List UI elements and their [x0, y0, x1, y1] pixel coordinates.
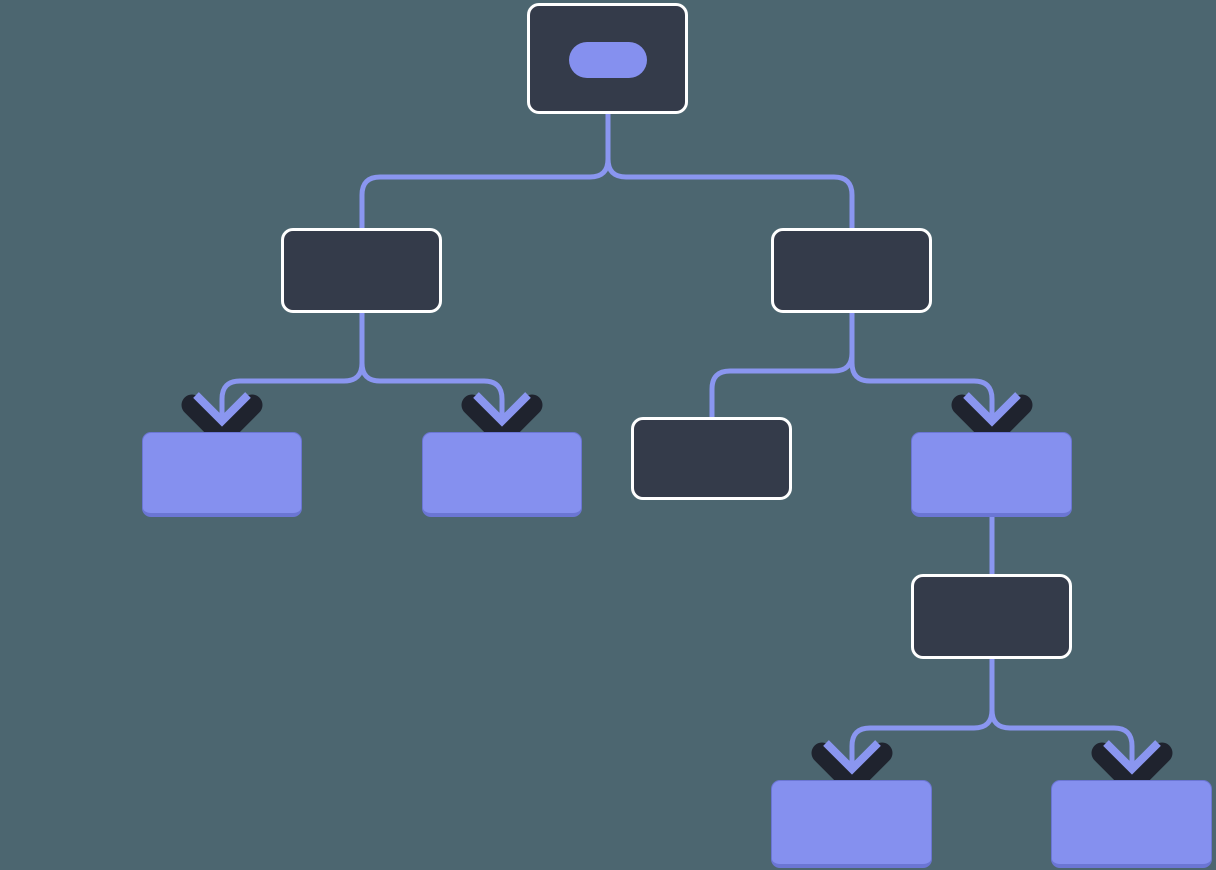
connector-e-l1b-l2d — [849, 313, 995, 432]
tree-node-l2b[interactable] — [422, 432, 582, 517]
tree-node-l1a[interactable] — [281, 228, 442, 313]
connector-e-l3a-l4b — [989, 659, 1135, 780]
connector-e-root-l1b — [605, 114, 855, 228]
node-pill-badge — [569, 42, 647, 78]
tree-node-l2d[interactable] — [911, 432, 1072, 517]
tree-node-l1b[interactable] — [771, 228, 932, 313]
tree-node-l2c[interactable] — [631, 417, 792, 500]
arrow-purple-chevron — [1103, 740, 1161, 775]
arrow-purple-chevron — [963, 392, 1021, 427]
arrow-purple-chevron — [193, 392, 251, 427]
tree-node-l4b[interactable] — [1051, 780, 1212, 868]
connector-e-l1a-l2b — [359, 313, 505, 432]
arrow-purple-chevron — [823, 740, 881, 775]
tree-node-l2a[interactable] — [142, 432, 302, 517]
tree-node-l4a[interactable] — [771, 780, 932, 868]
arrow-purple-chevron — [473, 392, 531, 427]
tree-node-l3a[interactable] — [911, 574, 1072, 659]
tree-node-root[interactable] — [527, 3, 688, 114]
